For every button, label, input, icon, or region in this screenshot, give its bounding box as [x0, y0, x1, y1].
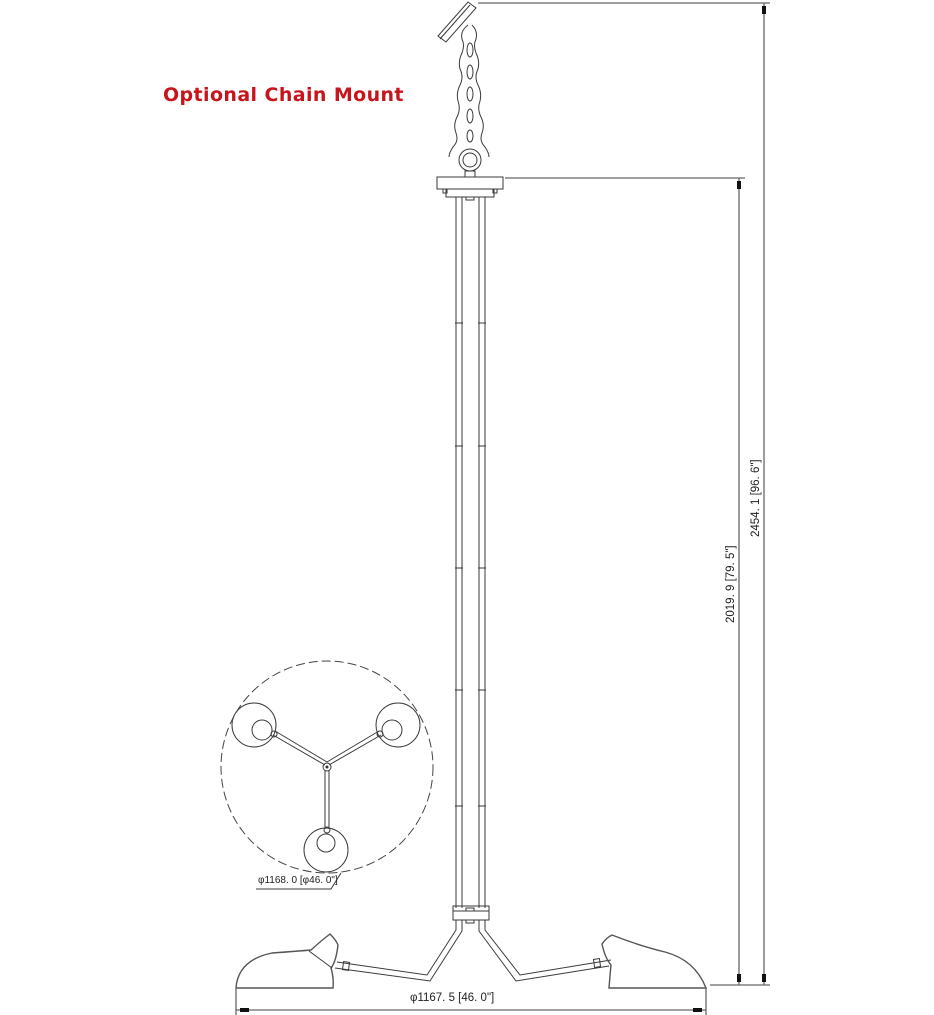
ceiling-canopy-icon: [437, 1, 477, 43]
body-height-label: 2019. 9 [79. 5"]: [725, 545, 737, 623]
plan-view: [220, 660, 434, 890]
left-arm: [334, 920, 463, 982]
ring-hook-icon: [458, 148, 482, 178]
chain-icon: [448, 24, 490, 158]
plan-diameter-label: φ1168. 0 [φ46. 0"]: [258, 875, 338, 886]
top-mounting-plate: [436, 176, 504, 201]
right-arm: [478, 920, 612, 982]
optional-chain-mount-title: Optional Chain Mount: [163, 84, 404, 106]
diameter-label: φ1167. 5 [46. 0"]: [410, 992, 495, 1004]
right-shade-icon: [601, 934, 708, 989]
hub-clamp: [452, 905, 490, 924]
body-height-dimension: [505, 177, 745, 985]
overall-height-label: 2454. 1 [96. 6"]: [750, 459, 762, 537]
diameter-dimension: [235, 988, 707, 1015]
overall-height-dimension: [478, 2, 770, 985]
left-shade-icon: [235, 933, 339, 989]
vertical-stem: [455, 197, 486, 908]
